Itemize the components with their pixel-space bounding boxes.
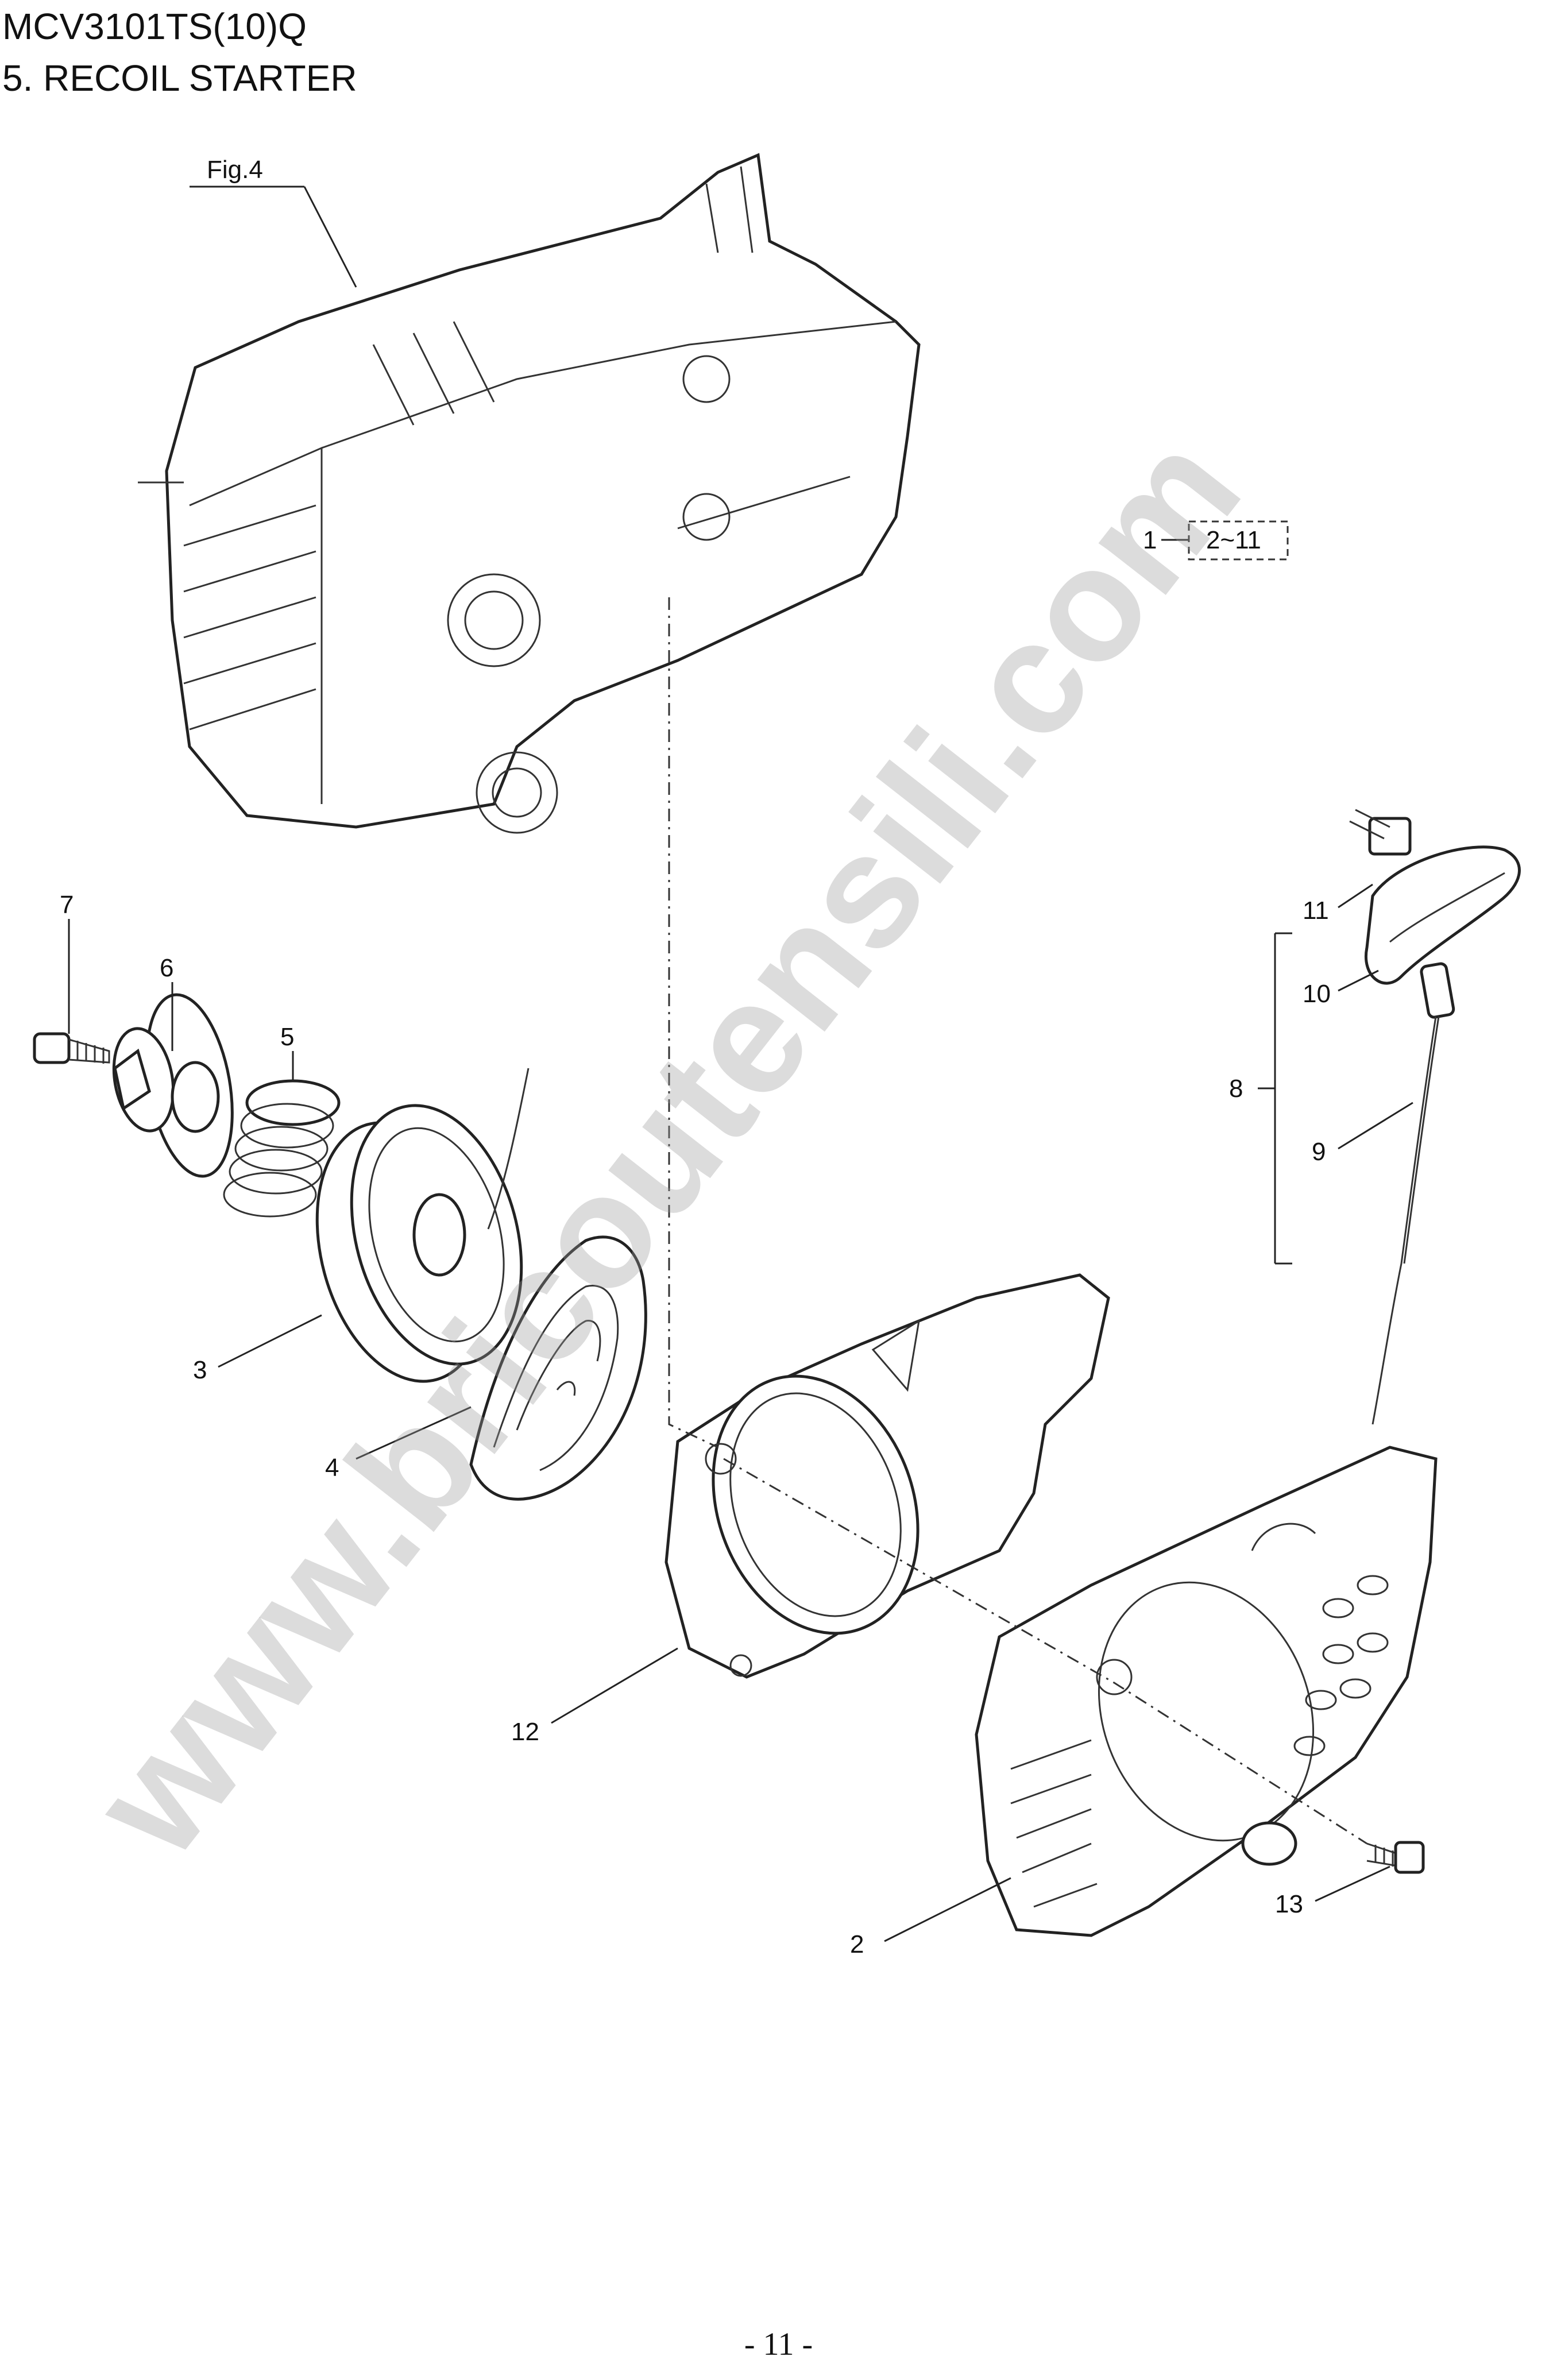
assembly-range-label: 2~11 [1206, 526, 1261, 554]
callout-12: 12 [511, 1718, 539, 1746]
leader-2 [884, 1877, 1011, 1942]
leader-9 [1338, 1102, 1413, 1150]
page-number: - 11 - [744, 2327, 813, 2362]
callout-5: 5 [280, 1023, 294, 1051]
callout-13: 13 [1275, 1890, 1303, 1918]
callout-3: 3 [193, 1356, 207, 1384]
figure-reference-label: Fig.4 [207, 156, 263, 184]
rope-retainer-part-11 [1349, 809, 1412, 856]
callout-1: 1 [1143, 526, 1157, 554]
callout-11: 11 [1303, 897, 1329, 925]
leader-13 [1315, 1865, 1390, 1902]
centerline-screw [723, 1458, 1367, 1845]
callout-8: 8 [1229, 1075, 1243, 1103]
pulley-hub-part-6 [112, 993, 234, 1178]
starter-rope-part-9 [1371, 1016, 1437, 1425]
starter-handle-part-10 [1365, 845, 1521, 1019]
callout-9: 9 [1312, 1138, 1326, 1166]
figref-leader-angle [303, 186, 357, 288]
model-title: MCV3101TS(10)Q [2, 6, 307, 47]
leader-11 [1338, 883, 1373, 909]
assembly-range-callout: 1 2~11 [1143, 520, 1289, 561]
callout-2: 2 [850, 1930, 864, 1958]
centerline-housing [668, 597, 718, 1448]
leader-10 [1338, 969, 1379, 992]
leader-3 [218, 1314, 322, 1368]
recoil-spring-part-4 [469, 1235, 647, 1501]
inner-cover-part-12 [664, 1273, 1110, 1679]
spring-part-5 [223, 1079, 341, 1218]
callout-10: 10 [1303, 980, 1331, 1008]
crankcase-housing [138, 153, 921, 834]
callout-7: 7 [60, 891, 74, 919]
rope-reel-part-3 [315, 1068, 530, 1383]
screw-part-13 [1366, 1841, 1425, 1874]
callout-6: 6 [160, 954, 173, 982]
leader-12 [551, 1647, 678, 1724]
screw-part-7 [33, 1032, 110, 1064]
starter-rope-part-9-edge [1403, 1016, 1440, 1264]
handle-assembly-bracket [1258, 932, 1292, 1265]
callout-4: 4 [325, 1454, 339, 1482]
section-title: 5. RECOIL STARTER [2, 57, 357, 99]
leader-4 [356, 1406, 472, 1460]
starter-housing-part-2 [975, 1446, 1438, 1937]
